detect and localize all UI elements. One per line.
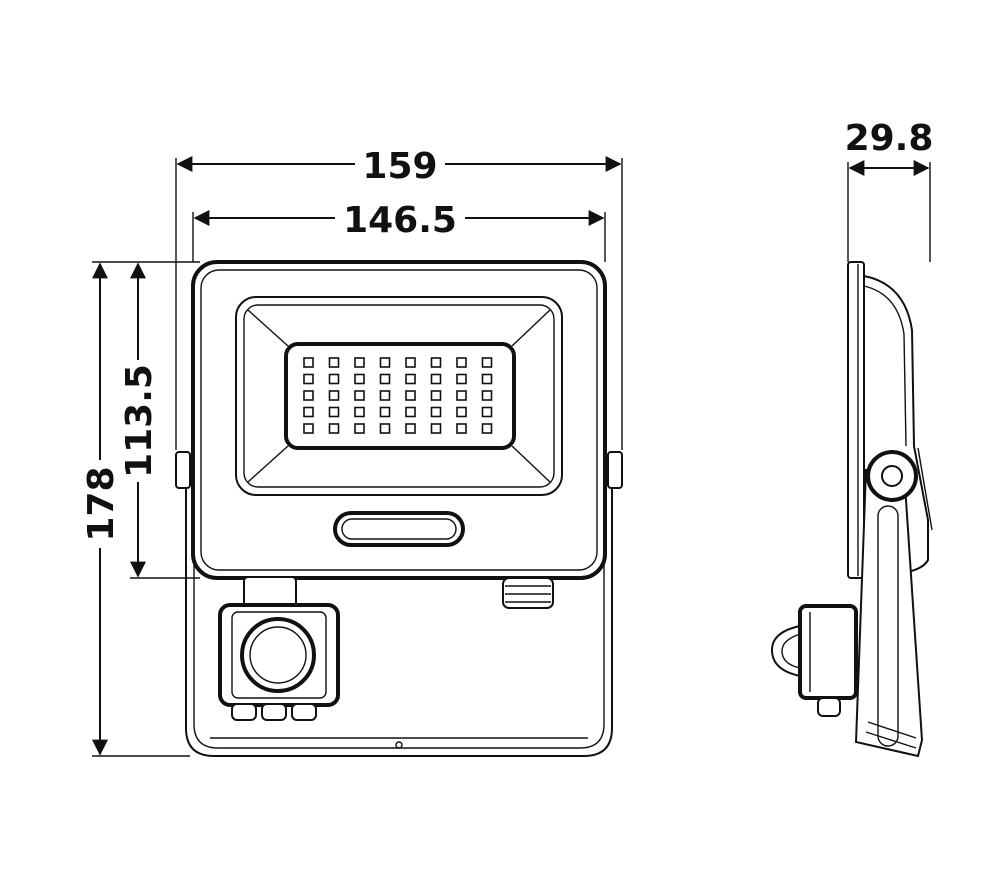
side-pivot-screw [881,465,903,487]
led-chip [430,423,442,434]
led-chip [379,373,391,385]
led-chip [430,390,442,401]
led-chip [456,357,467,368]
depth-label: 29.8 [845,118,934,159]
led-grid [303,357,493,434]
sensor-knob [291,703,317,721]
led-chip [379,390,391,401]
dim-housing-height: 113.5 [119,262,200,579]
led-chip [481,373,493,385]
side-view: 29.8 [770,118,934,758]
overall-width-label: 159 [362,146,437,187]
sensor-lens [240,617,316,693]
led-chip [379,357,391,368]
pir-sensor [218,576,340,721]
led-chip [354,423,365,434]
side-front-plate [847,261,865,579]
led-chip [354,390,365,401]
led-chip [430,357,442,368]
lens-frame-inner [243,304,555,488]
logo-slot [333,511,465,547]
led-chip [456,390,467,401]
led-chip [430,406,442,418]
dim-housing-width: 146.5 [192,200,606,262]
side-sensor-body [798,604,858,700]
side-sensor-knob [817,697,841,717]
led-chip [328,357,340,368]
cable-gland [502,577,554,609]
left-pivot-knob [175,451,191,489]
led-chip [481,390,493,401]
housing-width-label: 146.5 [343,200,457,241]
led-chip [354,357,365,368]
side-sensor-dome [770,624,801,678]
led-chip [328,406,340,418]
led-board [284,342,516,450]
led-chip [328,390,340,401]
led-chip [405,373,416,385]
led-chip [456,423,467,434]
mounting-bracket [185,462,613,757]
housing-height-label: 113.5 [119,364,160,478]
bevel-line [511,445,551,483]
dim-overall-height: 178 [81,261,200,757]
led-chip [405,406,416,418]
led-chip [405,423,416,434]
dim-overall-width: 159 [175,146,623,450]
front-view: 159 146.5 178 113.5 [81,146,623,757]
led-chip [379,406,391,418]
led-chip [354,373,365,385]
led-chip [481,423,493,434]
led-chip [328,423,340,434]
sensor-neck [243,576,297,608]
led-chip [456,373,467,385]
sensor-knob [261,703,287,721]
led-chip [456,406,467,418]
led-chip [303,357,314,368]
bracket-screw [395,741,403,749]
overall-height-label: 178 [81,466,122,541]
led-chip [430,373,442,385]
led-chip [481,406,493,418]
led-chip [303,373,314,385]
led-chip [405,357,416,368]
led-chip [303,423,314,434]
housing-inner-edge [200,269,598,571]
side-bracket-slot [877,505,899,747]
led-chip [481,357,493,368]
led-chip [303,406,314,418]
led-chip [405,390,416,401]
dim-depth: 29.8 [845,118,934,262]
sensor-knob [231,703,257,721]
bevel-line [247,309,289,347]
bevel-line [247,445,289,483]
led-chip [328,373,340,385]
led-chip [354,406,365,418]
led-chip [379,423,391,434]
led-chip [303,390,314,401]
side-pir-sensor [770,604,858,717]
logo-slot-inner [341,518,457,540]
right-pivot-knob [607,451,623,489]
bevel-line [511,309,551,347]
